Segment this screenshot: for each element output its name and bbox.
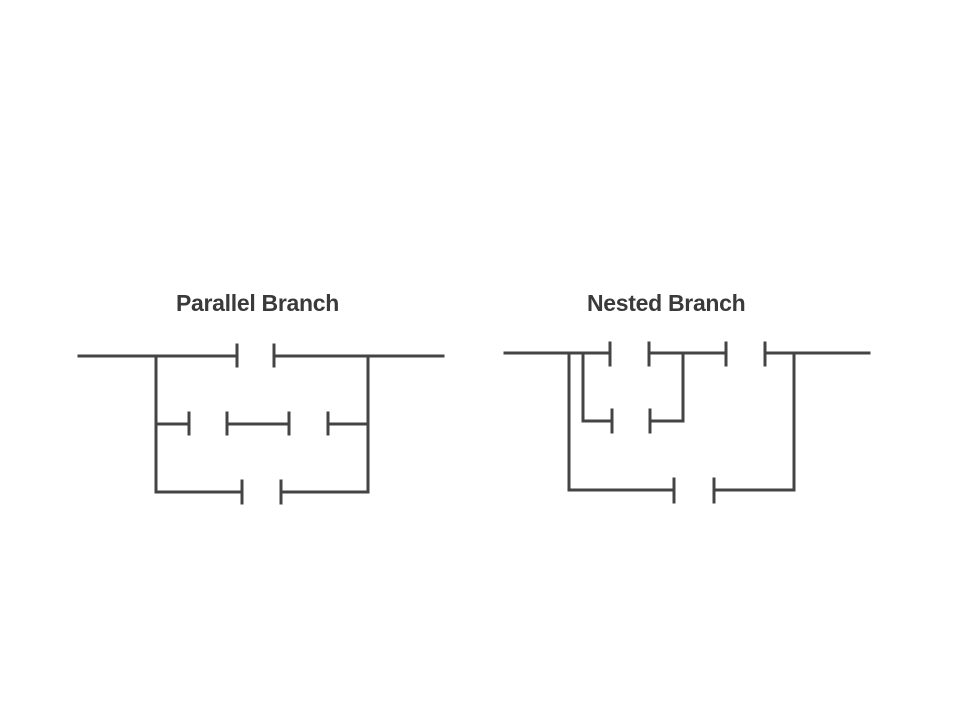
nested-branch-title: Nested Branch: [587, 290, 746, 316]
nested-inner-branch: [581, 351, 685, 434]
nested-outer-branch: [567, 351, 796, 504]
parallel-branch-diagram: [77, 343, 445, 505]
parallel-main-rung: [77, 343, 445, 368]
parallel-branch-title: Parallel Branch: [176, 290, 339, 316]
parallel-middle-rung: [154, 411, 370, 436]
parallel-bottom-rung: [154, 479, 370, 505]
nested-main-rung: [503, 341, 871, 367]
nested-branch-diagram: [503, 341, 871, 504]
